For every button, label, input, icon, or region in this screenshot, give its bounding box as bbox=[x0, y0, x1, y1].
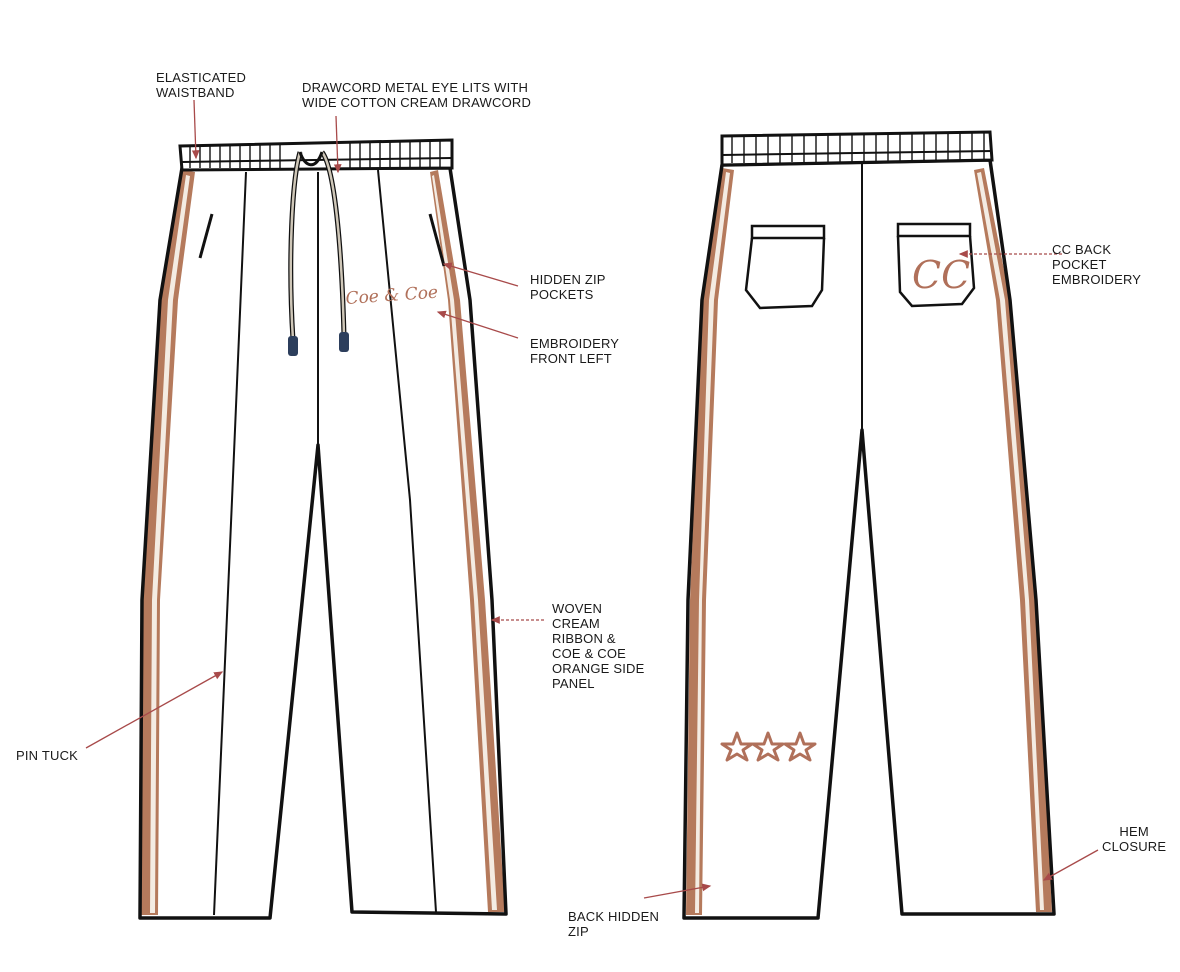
back-waistband bbox=[720, 130, 994, 167]
front-left-pin-tuck bbox=[213, 171, 247, 916]
drawcord bbox=[288, 150, 349, 356]
back-right-side-panel bbox=[974, 168, 1052, 912]
drawcord-tip-right bbox=[339, 332, 349, 352]
front-right-pocket bbox=[428, 213, 446, 267]
front-embroidery: Coe & Coe bbox=[345, 283, 439, 309]
star-icon bbox=[751, 731, 785, 762]
callout-cc-back-pocket: CC BACK POCKET EMBROIDERY bbox=[1052, 242, 1142, 287]
leader-hidden-zip-pockets bbox=[442, 262, 519, 287]
callout-hidden-zip-pockets: HIDDEN ZIP POCKETS bbox=[530, 272, 606, 302]
back-right-pocket: CC bbox=[896, 222, 976, 308]
front-right-side-panel bbox=[430, 170, 505, 912]
back-view: CC bbox=[682, 130, 1056, 920]
callout-back-hidden-zip: BACK HIDDEN ZIP bbox=[568, 909, 660, 939]
callout-drawcord: DRAWCORD METAL EYE LITS WITH WIDE COTTON… bbox=[302, 80, 532, 110]
front-right-pin-tuck bbox=[377, 169, 437, 913]
leader-elasticated-waistband bbox=[191, 99, 200, 160]
callout-woven-ribbon: WOVEN CREAM RIBBON & COE & COE ORANGE SI… bbox=[552, 601, 645, 691]
leader-embroidery-front-left bbox=[436, 310, 519, 339]
callout-elasticated-waistband: ELASTICATED WAISTBAND bbox=[156, 70, 247, 100]
leader-hem-closure bbox=[1042, 849, 1099, 881]
back-pocket-monogram: CC bbox=[912, 253, 970, 297]
back-star-embroidery bbox=[720, 731, 817, 762]
back-left-side-panel bbox=[686, 168, 734, 915]
leader-drawcord bbox=[333, 115, 342, 174]
front-left-pocket bbox=[198, 213, 214, 259]
front-pants-outline bbox=[138, 166, 508, 920]
back-pants-outline bbox=[682, 158, 1056, 920]
star-icon bbox=[720, 731, 754, 762]
leader-back-hidden-zip bbox=[643, 883, 712, 899]
back-left-pocket bbox=[744, 224, 826, 310]
star-icon bbox=[783, 731, 817, 762]
callout-embroidery-front-left: EMBROIDERY FRONT LEFT bbox=[530, 336, 620, 366]
callout-hem-closure: HEM CLOSURE bbox=[1102, 824, 1167, 854]
leader-pin-tuck bbox=[85, 671, 224, 749]
callout-pin-tuck: PIN TUCK bbox=[16, 748, 79, 763]
front-left-side-panel bbox=[140, 170, 195, 915]
front-waistband bbox=[178, 138, 454, 172]
drawcord-tip-left bbox=[288, 336, 298, 356]
front-view: Coe & Coe bbox=[138, 138, 508, 920]
